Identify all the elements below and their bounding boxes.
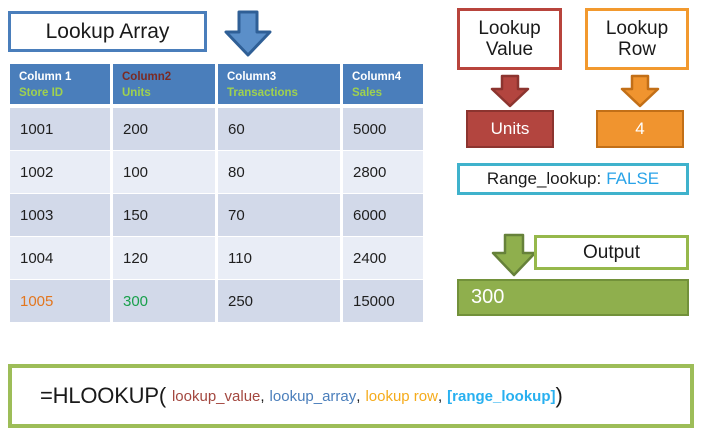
lookup-row-chip: 4 [596, 110, 684, 148]
header-title: Column2 [122, 71, 172, 83]
header-subtitle: Store ID [19, 87, 64, 100]
table-cell: 1002 [10, 151, 110, 193]
output-title-label: Output [582, 241, 641, 263]
range-lookup-label: Range_lookup: [486, 169, 602, 189]
lookup-array-table: Column 1 Store ID Column2 Units Column3 … [10, 64, 423, 322]
table-cell: 100 [113, 151, 215, 193]
formula-function-name: =HLOOKUP( [40, 383, 166, 408]
formula-arg-lookup-array: lookup_array [269, 387, 357, 405]
table-row-highlighted: 1005 300 250 15000 [10, 280, 423, 322]
table-header-cell-2: Column2 Units [113, 64, 215, 104]
formula-box: =HLOOKUP( lookup_value , lookup_array , … [8, 364, 694, 428]
header-subtitle: Transactions [227, 87, 298, 100]
table-row: 1004 120 110 2400 [10, 237, 423, 279]
table-cell: 5000 [343, 108, 423, 150]
table-cell: 2400 [343, 237, 423, 279]
table-cell-store-id: 1005 [10, 280, 110, 322]
header-subtitle: Sales [352, 87, 383, 100]
table-cell-matched-value: 300 [113, 280, 215, 322]
formula-separator: , [437, 387, 443, 405]
table-cell: 6000 [343, 194, 423, 236]
lookup-value-line2: Value [485, 39, 534, 60]
header-title: Column3 [227, 71, 277, 83]
lookup-array-title-box: Lookup Array [8, 11, 207, 52]
table-cell: 200 [113, 108, 215, 150]
output-result-value: 300 [471, 286, 505, 308]
formula-separator: , [356, 387, 361, 405]
header-title: Column 1 [19, 71, 72, 83]
formula-separator: , [260, 387, 265, 405]
lookup-array-title-label: Lookup Array [45, 19, 170, 43]
header-title: Column4 [352, 71, 402, 83]
table-cell: 120 [113, 237, 215, 279]
lookup-row-chip-label: 4 [635, 119, 645, 138]
table-row: 1002 100 80 2800 [10, 151, 423, 193]
table-cell: 110 [218, 237, 340, 279]
table-header-row: Column 1 Store ID Column2 Units Column3 … [10, 64, 423, 104]
lookup-row-line1: Lookup [605, 17, 669, 39]
formula-arg-range-lookup: [range_lookup] [447, 387, 556, 405]
output-title-box: Output [534, 235, 689, 270]
lookup-value-chip: Units [466, 110, 554, 148]
formula-close-paren: ) [555, 383, 563, 408]
header-subtitle: Units [122, 87, 151, 100]
table-cell: 1004 [10, 237, 110, 279]
table-cell: 80 [218, 151, 340, 193]
range-lookup-box: Range_lookup: FALSE [457, 163, 689, 195]
down-arrow-orange-icon [620, 74, 660, 108]
table-row: 1001 200 60 5000 [10, 108, 423, 150]
lookup-row-line2: Row [617, 39, 656, 60]
table-cell: 1003 [10, 194, 110, 236]
formula-arg-lookup-value: lookup_value [171, 387, 261, 405]
formula-arg-lookup-row: lookup row [365, 387, 438, 405]
table-cell: 15000 [343, 280, 423, 322]
table-header-cell-3: Column3 Transactions [218, 64, 340, 104]
table-cell: 150 [113, 194, 215, 236]
lookup-value-line1: Lookup [478, 17, 541, 39]
table-cell: 2800 [343, 151, 423, 193]
table-cell: 70 [218, 194, 340, 236]
lookup-value-chip-label: Units [490, 119, 530, 138]
table-header-cell-4: Column4 Sales [343, 64, 423, 104]
output-result-box: 300 [457, 279, 689, 316]
table-header-cell-1: Column 1 Store ID [10, 64, 110, 104]
table-cell: 1001 [10, 108, 110, 150]
down-arrow-green-icon [491, 233, 537, 277]
table-row: 1003 150 70 6000 [10, 194, 423, 236]
table-cell: 60 [218, 108, 340, 150]
down-arrow-red-icon [490, 74, 530, 108]
range-lookup-value: FALSE [606, 169, 660, 189]
down-arrow-blue-icon [224, 10, 272, 57]
table-cell: 250 [218, 280, 340, 322]
